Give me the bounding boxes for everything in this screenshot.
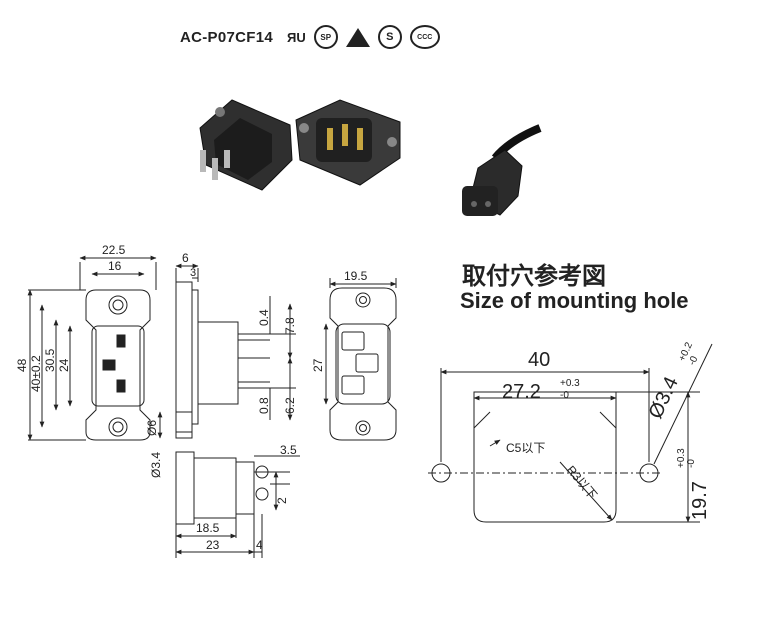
dim-outer-width: 22.5 — [102, 243, 126, 257]
bottom-view — [175, 451, 300, 558]
dim-bottom-hole: Ø3.4 — [149, 452, 163, 478]
dim-mount-inner-width: 27.2 — [502, 381, 541, 403]
s-mark-icon: S — [377, 25, 402, 49]
dim-mount-hole: Ø3.4 — [645, 374, 683, 423]
dim-inner-width: 16 — [108, 259, 122, 273]
dim-mount-height-tol-up: +0.3 — [676, 448, 687, 468]
dim-flange-len: 4 — [256, 538, 263, 552]
dim-flange: 6 — [182, 251, 189, 265]
product-photo-cord — [462, 124, 542, 216]
label-radius: R3以下 — [564, 463, 600, 502]
mounting-title-en: Size of mounting hole — [460, 288, 689, 313]
dim-pin-thk: 0.8 — [257, 397, 271, 414]
dim-hole-pitch: 40±0.2 — [29, 355, 43, 392]
dim-cavity-height: 24 — [57, 358, 71, 372]
label-chamfer: C5以下 — [506, 441, 545, 455]
header-row: AC-P07CF14 ЯU SP S CCC — [180, 24, 440, 50]
dim-inlet-width: 19.5 — [344, 269, 368, 283]
dim-flange-thk: 3 — [190, 267, 196, 279]
dim-mount-inner-tol-down: -0 — [560, 390, 569, 401]
product-photo-rear — [199, 99, 293, 191]
dim-body-len: 18.5 — [196, 521, 220, 535]
dim-terminal-h: 2 — [275, 497, 289, 504]
dim-body-height: 30.5 — [43, 348, 57, 372]
dim-terminal: 3.5 — [280, 443, 297, 457]
front-view — [27, 255, 157, 441]
csa-mark-icon: SP — [313, 25, 338, 49]
dim-inlet-height: 27 — [311, 358, 325, 372]
mounting-hole-drawing — [428, 343, 713, 523]
dim-mount-height-tol-down: -0 — [686, 459, 697, 468]
ccc-mark-icon: CCC — [409, 25, 440, 49]
dim-mount-height: 19.7 — [689, 481, 711, 520]
dim-pin-len: 7.8 — [283, 317, 297, 334]
dim-total-len: 23 — [206, 538, 220, 552]
product-photo-front — [295, 99, 401, 186]
dim-mount-width: 40 — [528, 349, 550, 371]
dim-mount-inner-tol-up: +0.3 — [560, 378, 580, 389]
inlet-view — [323, 278, 397, 441]
dim-side-hole: Ø6 — [145, 420, 159, 436]
dim-mount-hole-tol-down: -0 — [687, 354, 701, 367]
vde-mark-icon — [345, 27, 370, 47]
dim-height: 48 — [15, 358, 29, 372]
dim-pin-gap: 0.4 — [257, 309, 271, 326]
side-view — [157, 263, 296, 439]
mounting-title-cn: 取付穴参考図 — [462, 262, 606, 290]
model-number: AC-P07CF14 — [180, 28, 274, 46]
dim-pin-width: 6.2 — [283, 397, 297, 414]
ur-mark-icon: ЯU — [287, 29, 306, 45]
